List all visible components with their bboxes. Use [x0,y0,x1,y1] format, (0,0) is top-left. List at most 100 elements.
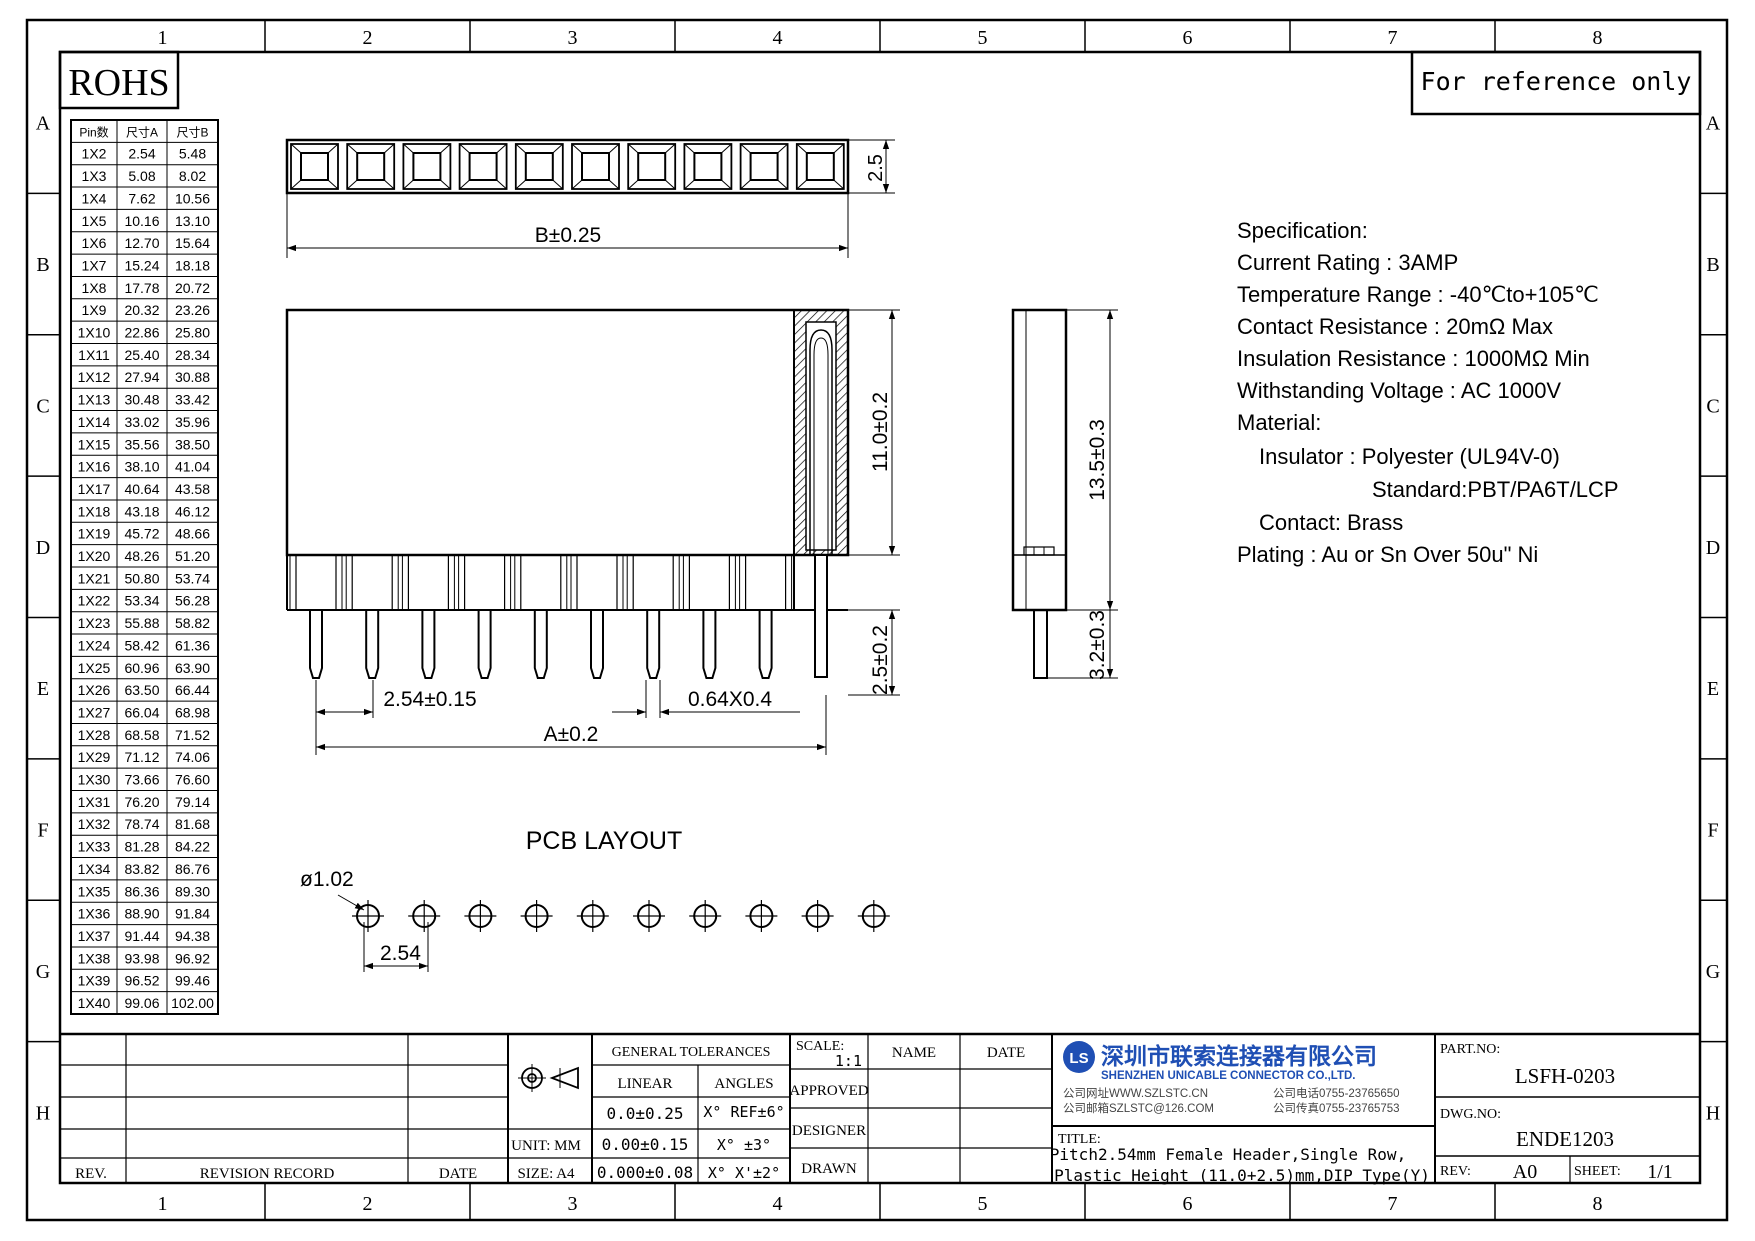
table-cell: 1X29 [78,749,111,765]
zone-row-label: A [1706,113,1721,135]
zone-column-label: 5 [978,27,988,49]
table-cell: 1X22 [78,593,111,609]
table-cell: 1X24 [78,637,111,653]
table-cell: 1X6 [82,235,107,251]
dwg-no-label: DWG.NO: [1440,1107,1501,1122]
table-cell: 35.56 [124,436,159,452]
table-cell: 1X35 [78,883,111,899]
table-cell: 1X3 [82,168,107,184]
table-cell: 22.86 [124,325,159,341]
table-cell: 1X10 [78,325,111,341]
front-view-pins [309,610,773,679]
table-cell: 81.28 [124,839,159,855]
table-cell: 46.12 [175,503,210,519]
table-cell: 35.96 [175,414,210,430]
table-cell: 76.20 [124,794,159,810]
spec-line: Standard:PBT/PA6T/LCP [1372,477,1619,502]
table-cell: 1X31 [78,794,111,810]
table-cell: 96.52 [124,973,159,989]
table-cell: 50.80 [124,570,159,586]
spec-line: Plating : Au or Sn Over 50u" Ni [1237,542,1538,567]
table-cell: 1X37 [78,928,111,944]
rev-label-2: REV: [1440,1164,1471,1179]
scale-value: 1:1 [835,1052,862,1070]
table-cell: 1X8 [82,280,107,296]
table-cell: 8.02 [179,168,206,184]
angles-label: ANGLES [714,1076,773,1092]
zone-row-label: F [1707,820,1718,842]
zone-row-label: B [1706,254,1719,276]
zone-column-label: 4 [773,1193,783,1215]
projection-symbol-icon [518,1064,579,1092]
pcb-layout-label: PCB LAYOUT [526,827,683,855]
table-cell: 5.48 [179,146,206,162]
table-cell: 27.94 [124,369,159,385]
title-block [60,1032,1700,1183]
table-cell: 33.02 [124,414,159,430]
table-cell: 89.30 [175,883,210,899]
name-label: NAME [892,1045,936,1061]
zone-column-label: 3 [568,27,578,49]
table-cell: 66.04 [124,704,159,720]
zone-column-label: 1 [158,1193,168,1215]
tol-linear-3: 0.000±0.08 [597,1163,693,1182]
table-cell: 56.28 [175,593,210,609]
zone-row-label: F [37,820,48,842]
table-cell: 1X33 [78,839,111,855]
spec-line: Contact Resistance : 20mΩ Max [1237,314,1553,339]
table-cell: 63.50 [124,682,159,698]
table-cell: 1X26 [78,682,111,698]
table-cell: 1X39 [78,973,111,989]
specification-block: Specification:Current Rating : 3AMPTempe… [1237,218,1619,567]
company-name-en: SHENZHEN UNICABLE CONNECTOR CO.,LTD. [1101,1070,1356,1082]
table-cell: 1X32 [78,816,111,832]
table-cell: 93.98 [124,950,159,966]
rohs-label: ROHS [68,62,169,104]
table-header: Pin数 [79,124,108,139]
table-cell: 1X19 [78,526,111,542]
zone-column-label: 7 [1388,1193,1398,1215]
table-cell: 1X5 [82,213,107,229]
svg-text:LS: LS [1069,1050,1088,1067]
table-cell: 1X2 [82,146,107,162]
dim-pin-length-side: 3.2±0.3 [1086,610,1109,680]
table-cell: 40.64 [124,481,159,497]
table-cell: 1X14 [78,414,111,430]
company-logo-icon: LS [1063,1041,1095,1073]
zone-row-label: G [1706,961,1720,983]
table-cell: 5.08 [128,168,155,184]
table-cell: 51.20 [175,548,210,564]
table-cell: 68.98 [175,704,210,720]
zone-column-label: 8 [1593,27,1603,49]
zone-row-label: H [1706,1102,1720,1124]
table-cell: 1X38 [78,950,111,966]
table-cell: 53.74 [175,570,210,586]
table-cell: 38.50 [175,436,210,452]
table-cell: 23.26 [175,302,210,318]
table-cell: 99.06 [124,995,159,1011]
table-cell: 48.26 [124,548,159,564]
general-tolerances-label: GENERAL TOLERANCES [612,1045,771,1060]
table-cell: 1X20 [78,548,111,564]
zone-column-label: 3 [568,1193,578,1215]
zone-row-label: E [1707,678,1719,700]
table-cell: 58.42 [124,637,159,653]
revision-record-label: REVISION RECORD [200,1166,335,1182]
table-header: 尺寸A [126,125,158,139]
table-cell: 53.34 [124,593,159,609]
contact-section [793,309,849,678]
part-no-value: LSFH-0203 [1515,1064,1615,1088]
table-cell: 1X17 [78,481,111,497]
pcb-layout-holes [352,900,890,932]
table-cell: 55.88 [124,615,159,631]
table-cell: 1X16 [78,459,111,475]
table-cell: 38.10 [124,459,159,475]
table-cell: 66.44 [175,682,210,698]
company-name-cn: 深圳市联索连接器有限公司 [1101,1043,1377,1069]
zone-column-label: 8 [1593,1193,1603,1215]
zone-row-label: H [36,1102,50,1124]
title-line-2: Plastic Height (11.0+2.5)mm,DIP Type(Y) [1054,1166,1430,1185]
table-cell: 99.46 [175,973,210,989]
zone-column-label: 7 [1388,27,1398,49]
